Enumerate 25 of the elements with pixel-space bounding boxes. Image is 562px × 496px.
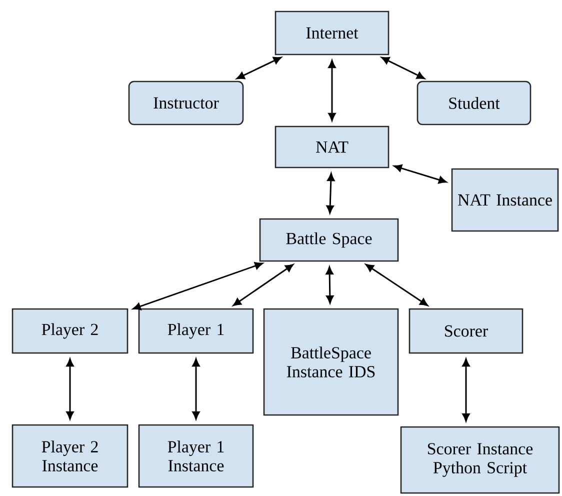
- arrow: [66, 358, 74, 420]
- process-box: Battle Space: [259, 218, 399, 262]
- process-box: Player 1 Instance: [138, 424, 254, 488]
- arrow: [328, 60, 336, 121]
- arrow: [232, 264, 294, 306]
- process-box: BattleSpace Instance IDS: [263, 308, 399, 416]
- arrow: [326, 172, 335, 214]
- arrow: [236, 56, 282, 80]
- arrow: [366, 264, 428, 306]
- process-box: NAT Instance: [451, 168, 559, 232]
- arrow: [192, 358, 200, 420]
- arrow: [462, 358, 470, 422]
- arrow: [326, 266, 334, 304]
- process-box: Scorer: [408, 308, 524, 354]
- rounded-box: Instructor: [128, 80, 244, 126]
- arrow: [381, 56, 425, 80]
- arrow: [394, 164, 447, 184]
- process-box: Scorer Instance Python Script: [400, 426, 560, 494]
- process-box: Player 1: [138, 308, 254, 354]
- arrow: [132, 262, 263, 310]
- process-box: NAT: [274, 126, 390, 168]
- process-box: Internet: [274, 10, 390, 56]
- process-box: Player 2: [12, 308, 128, 354]
- rounded-box: Student: [416, 80, 532, 126]
- process-box: Player 2 Instance: [12, 424, 128, 488]
